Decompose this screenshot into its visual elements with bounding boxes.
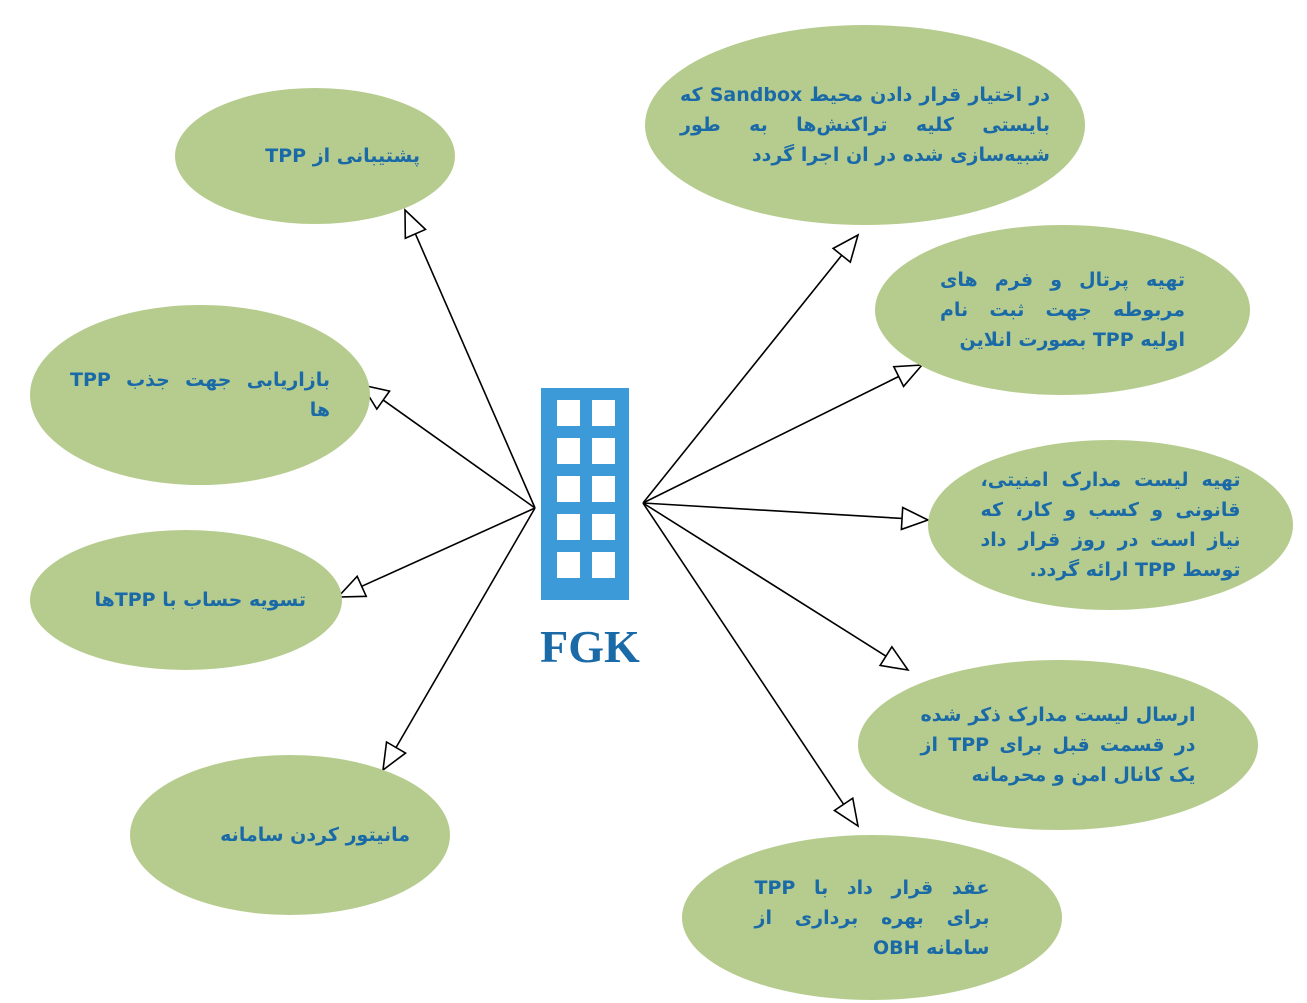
node-send-documents: ارسال لیست مدارک ذکر شده در قسمت قبل برا… xyxy=(858,660,1258,830)
node-sandbox-label: در اختیار قرار دادن محیط Sandbox که بایس… xyxy=(680,84,1051,166)
arrow-to-documents-list xyxy=(642,502,931,531)
node-portal: تهیه پرتال و فرم های مربوطه جهت ثبت نام … xyxy=(875,225,1250,395)
node-tpp-support: پشتیبانی از TPP xyxy=(175,88,455,224)
node-sandbox: در اختیار قرار دادن محیط Sandbox که بایس… xyxy=(645,25,1085,225)
node-system-monitoring-label: مانیتور کردن سامانه xyxy=(220,824,410,846)
center-label-fgk: FGK xyxy=(540,621,640,672)
arrow-to-system-monitoring xyxy=(381,507,536,772)
node-contract: عقد قرار داد با TPP برای بهره برداری از … xyxy=(682,835,1062,1000)
arrow-to-tpp-support xyxy=(404,208,536,509)
arrow-to-contract xyxy=(642,502,860,828)
node-tpp-marketing-label: بازاریابی جهت جذب TPP ها xyxy=(70,369,330,421)
arrow-to-tpp-marketing xyxy=(360,383,536,509)
node-tpp-marketing: بازاریابی جهت جذب TPP ها xyxy=(30,305,370,485)
node-portal-label: تهیه پرتال و فرم های مربوطه جهت ثبت نام … xyxy=(940,269,1185,351)
node-tpp-settlement-label: تسویه حساب با TPPها xyxy=(94,589,306,611)
node-documents-list-label: تهیه لیست مدارک امنیتی، قانونی و کسب و ک… xyxy=(980,469,1241,581)
node-documents-list: تهیه لیست مدارک امنیتی، قانونی و کسب و ک… xyxy=(928,440,1293,610)
node-system-monitoring: مانیتور کردن سامانه xyxy=(130,755,450,915)
node-tpp-settlement: تسویه حساب با TPPها xyxy=(30,530,342,670)
arrow-to-portal xyxy=(642,364,924,504)
arrow-to-sandbox xyxy=(642,233,860,504)
node-send-documents-label: ارسال لیست مدارک ذکر شده در قسمت قبل برا… xyxy=(920,704,1196,786)
arrow-to-tpp-settlement xyxy=(336,507,536,598)
node-tpp-support-label: پشتیبانی از TPP xyxy=(265,145,420,167)
arrow-to-send-documents xyxy=(642,502,910,672)
node-contract-label: عقد قرار داد با TPP برای بهره برداری از … xyxy=(754,876,990,959)
building-icon xyxy=(541,388,629,600)
